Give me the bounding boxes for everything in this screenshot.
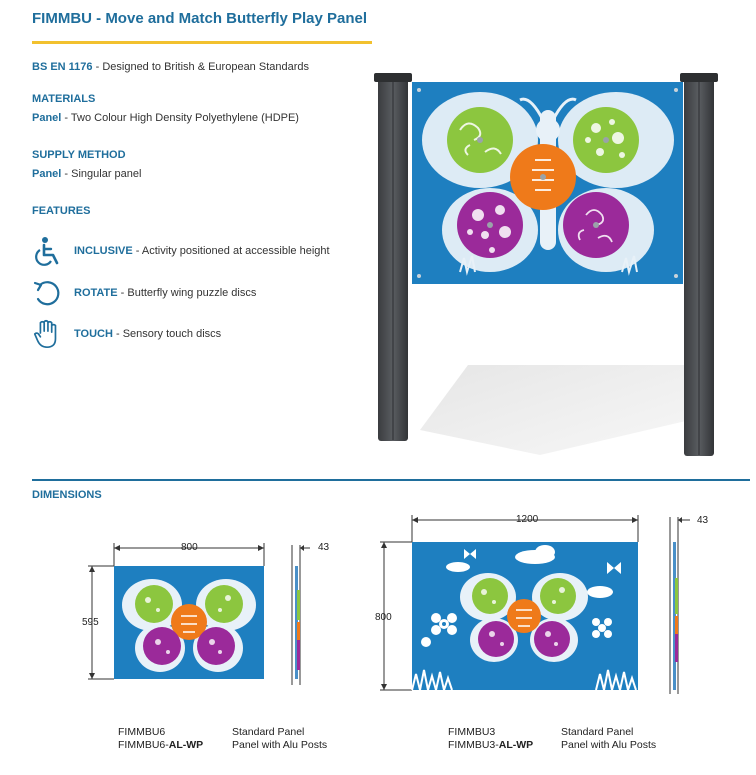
feature-inclusive-key: INCLUSIVE [74, 245, 133, 257]
large-panel-drawing [380, 515, 690, 694]
large-code-standard: FIMMBU3 [448, 726, 496, 738]
features-heading: FEATURES [32, 205, 91, 217]
supply-line: Panel - Singular panel [32, 168, 141, 180]
feature-touch: TOUCH - Sensory touch discs [74, 328, 221, 340]
supply-heading: SUPPLY METHOD [32, 149, 126, 161]
right-post-cap [680, 73, 718, 82]
feature-rotate-text: - Butterfly wing puzzle discs [117, 287, 257, 299]
feature-rotate: ROTATE - Butterfly wing puzzle discs [74, 287, 256, 299]
small-code-alu-prefix: FIMMBU6- [118, 739, 169, 751]
left-post-cap [374, 73, 412, 82]
small-depth-label: 43 [318, 542, 330, 553]
standard-text: - Designed to British & European Standar… [92, 61, 310, 73]
large-code-alu-suffix: AL-WP [498, 739, 534, 751]
feature-inclusive: INCLUSIVE - Activity positioned at acces… [74, 245, 330, 257]
wheelchair-icon [35, 237, 59, 266]
materials-line: Panel - Two Colour High Density Polyethy… [32, 112, 299, 124]
large-code-alu: FIMMBU3-AL-WP [448, 739, 533, 751]
hand-icon [33, 319, 57, 349]
small-side-view [295, 566, 298, 679]
small-height-label: 595 [82, 617, 99, 628]
feature-rotate-key: ROTATE [74, 287, 118, 299]
dimensions-heading: DIMENSIONS [32, 489, 102, 501]
page-title: FIMMBU - Move and Match Butterfly Play P… [32, 10, 368, 27]
materials-heading: MATERIALS [32, 93, 96, 105]
ground-shadow [420, 365, 690, 455]
section-divider [32, 479, 750, 481]
small-panel-drawing [88, 543, 310, 685]
small-desc-alu: Panel with Alu Posts [232, 739, 328, 751]
large-desc-standard: Standard Panel [561, 726, 634, 738]
materials-text: - Two Colour High Density Polyethylene (… [61, 112, 299, 124]
large-side-view [673, 542, 676, 690]
small-code-standard: FIMMBU6 [118, 726, 166, 738]
feature-touch-key: TOUCH [74, 328, 113, 340]
supply-key: Panel [32, 168, 62, 180]
small-width-label: 800 [181, 542, 198, 553]
large-code-alu-prefix: FIMMBU3- [448, 739, 499, 751]
small-code-alu-suffix: AL-WP [168, 739, 204, 751]
small-desc-standard: Standard Panel [232, 726, 305, 738]
rotate-icon [33, 281, 60, 306]
feature-inclusive-text: - Activity positioned at accessible heig… [132, 245, 330, 257]
large-depth-label: 43 [697, 515, 709, 526]
supply-text: - Singular panel [61, 168, 142, 180]
large-desc-alu: Panel with Alu Posts [561, 739, 657, 751]
standard-line: BS EN 1176 - Designed to British & Europ… [32, 61, 309, 73]
standard-code: BS EN 1176 [32, 61, 93, 73]
large-height-label: 800 [375, 612, 392, 623]
product-render [374, 73, 718, 456]
materials-key: Panel [32, 112, 62, 124]
small-code-alu: FIMMBU6-AL-WP [118, 739, 203, 751]
title-underline [32, 41, 372, 44]
feature-touch-text: - Sensory touch discs [112, 328, 222, 340]
large-width-label: 1200 [516, 514, 539, 525]
